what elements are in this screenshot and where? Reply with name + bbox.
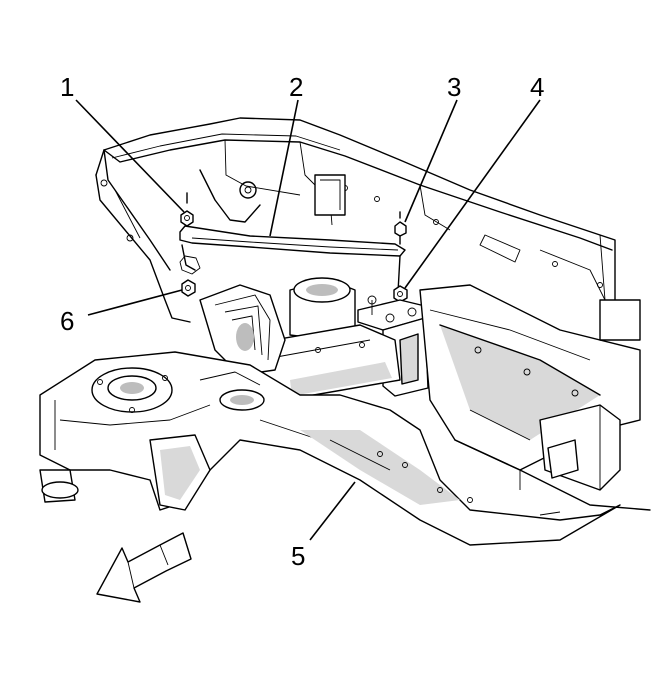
callout-2: 2 <box>289 72 303 102</box>
callout-6: 6 <box>60 306 74 336</box>
bolt-1 <box>180 192 194 227</box>
lower-front-frame <box>39 351 621 546</box>
callout-5: 5 <box>291 541 305 571</box>
leader-2 <box>269 99 299 237</box>
front-brace-bar <box>179 225 406 293</box>
leader-3 <box>404 99 458 223</box>
callout-1: 1 <box>60 72 74 102</box>
front-direction-arrow-icon <box>96 532 192 603</box>
nut-3 <box>394 211 407 245</box>
nut-4 <box>393 285 408 303</box>
right-frame-rail <box>419 284 651 511</box>
bolt-6 <box>179 255 201 297</box>
leader-4 <box>404 99 541 289</box>
leader-6 <box>87 289 183 316</box>
callout-3: 3 <box>447 72 461 102</box>
leader-lines <box>75 99 541 541</box>
leader-1 <box>75 99 185 213</box>
left-body-mount <box>199 284 286 376</box>
leader-5 <box>309 481 356 541</box>
callout-4: 4 <box>530 72 544 102</box>
callout-labels: 1 2 3 4 5 6 <box>60 72 544 571</box>
